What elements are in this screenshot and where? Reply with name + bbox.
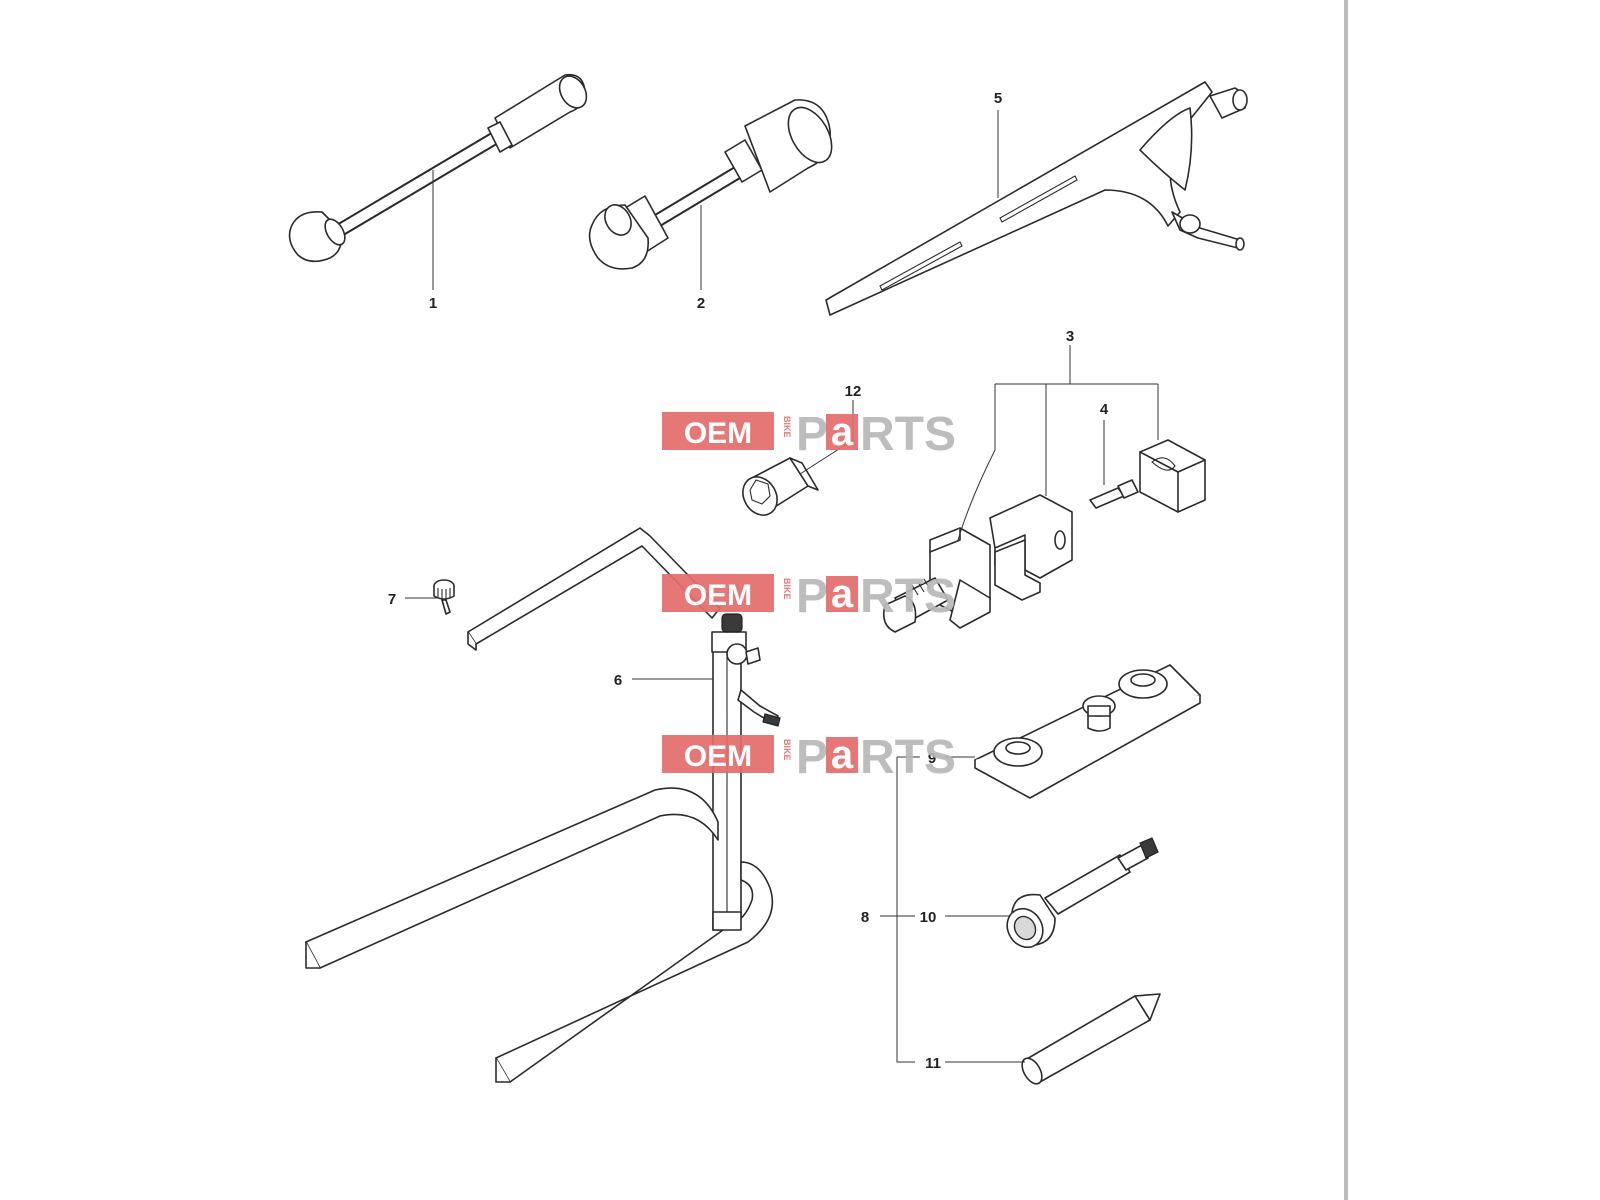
watermark-oem-box [662, 735, 774, 773]
watermark-a: a [831, 572, 854, 616]
watermark-p: P [796, 408, 828, 461]
page-edge [1344, 0, 1348, 1200]
watermark-bike: BIKE [782, 578, 792, 600]
watermark-oem: OEM [684, 579, 752, 612]
callout-5: 5 [994, 90, 1002, 107]
watermark-a-box [826, 737, 858, 773]
callout-8: 8 [861, 909, 869, 926]
callout-4: 4 [1100, 401, 1109, 418]
part-11-punch[interactable] [1018, 993, 1161, 1087]
part-4-pin[interactable] [1089, 487, 1125, 509]
callout-2: 2 [697, 295, 705, 312]
callout-11: 11 [925, 1055, 941, 1072]
part-2-tool[interactable] [588, 99, 841, 270]
watermark-a: a [831, 733, 854, 777]
callouts: 1 2 3 4 5 6 7 8 9 10 11 12 [388, 90, 1109, 1072]
callout-6: 6 [614, 672, 622, 689]
part-10-driver[interactable] [1000, 837, 1159, 954]
watermark-oem: OEM [684, 740, 752, 773]
part-6-stand[interactable] [305, 527, 781, 1083]
part-12-hex-socket[interactable] [736, 457, 819, 521]
part-9-plate[interactable] [974, 664, 1201, 799]
watermark-p: P [796, 570, 828, 623]
leader-lines [405, 110, 1159, 1063]
part-5-bracket[interactable] [825, 81, 1248, 316]
watermark-3: OEM BIKE P a RTS [662, 731, 956, 784]
watermark-oem-box [662, 574, 774, 612]
watermark-rts: RTS [860, 570, 956, 623]
watermark-a-box [826, 414, 858, 450]
part-1-tool[interactable] [288, 71, 592, 263]
callout-10: 10 [920, 909, 937, 926]
watermark-a-box [826, 576, 858, 612]
callout-3: 3 [1066, 328, 1074, 345]
callout-1: 1 [429, 295, 437, 312]
callout-12: 12 [845, 383, 862, 400]
watermark-rts: RTS [860, 408, 956, 461]
watermark-a: a [831, 410, 854, 454]
part-3-clamp-set[interactable] [882, 439, 1206, 633]
watermark-bike: BIKE [782, 739, 792, 761]
watermark-oem-box [662, 412, 774, 450]
watermark-oem: OEM [684, 417, 752, 450]
watermark-1: OEM BIKE P a RTS [662, 408, 956, 461]
watermark-bike: BIKE [782, 416, 792, 438]
watermark-2: OEM BIKE P a RTS [662, 570, 956, 623]
part-7-knob[interactable] [433, 579, 455, 615]
callout-7: 7 [388, 591, 396, 608]
watermark-p: P [796, 731, 828, 784]
watermark-rts: RTS [860, 731, 956, 784]
callout-9: 9 [928, 750, 936, 767]
